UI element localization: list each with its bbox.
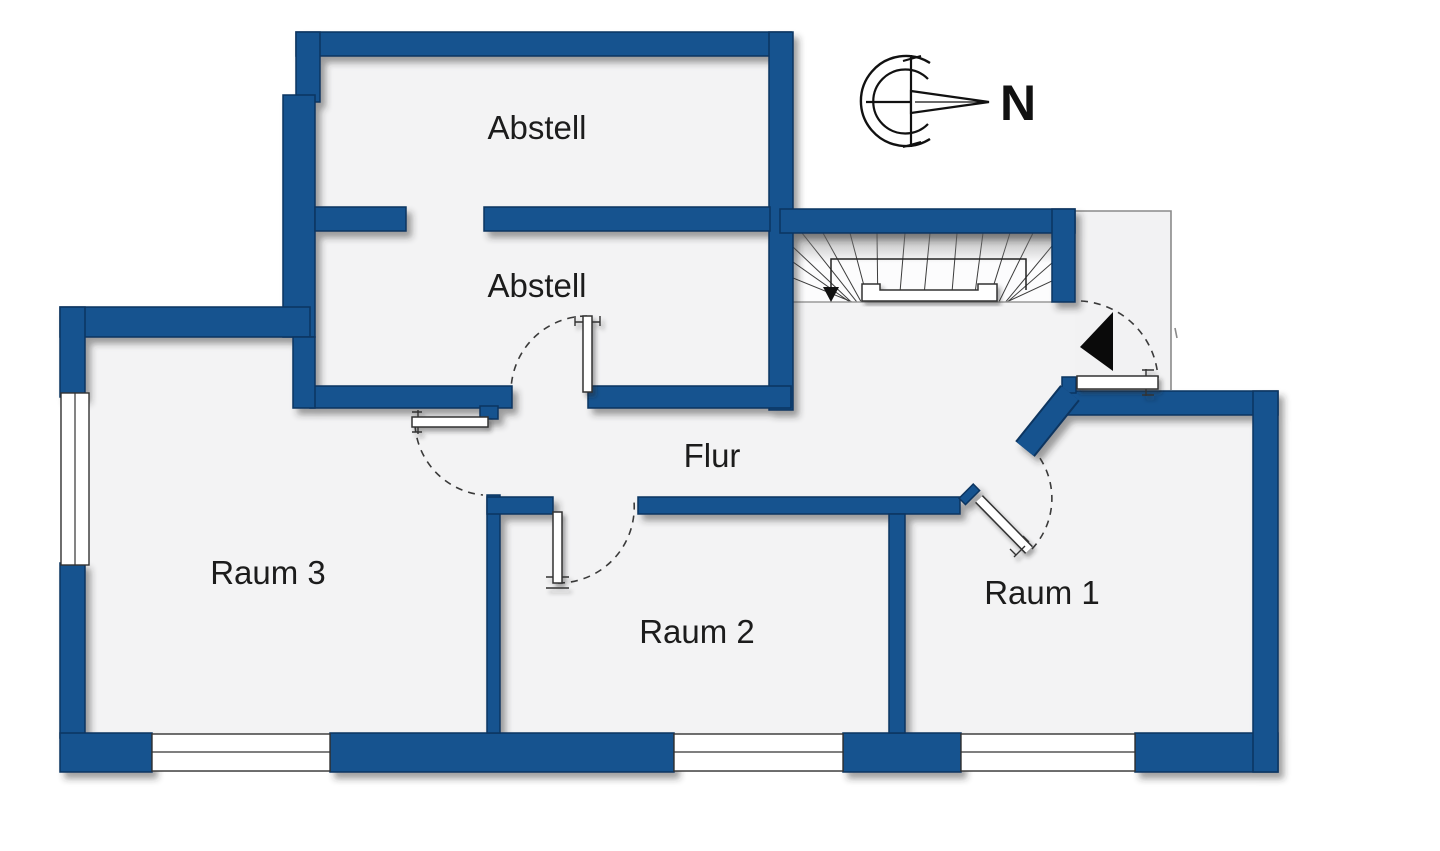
door-leaf-raum3	[411, 410, 489, 434]
stairs	[793, 233, 1052, 303]
door-leaf-raum1	[975, 495, 1033, 558]
window-bottom-raum3	[151, 733, 331, 772]
wall-raum2-top	[637, 496, 961, 515]
wall-divider-raum2-raum1	[888, 513, 906, 734]
wall-left-lower	[59, 562, 86, 739]
wall-right	[1252, 390, 1279, 773]
stairs-down-arrow-icon	[823, 287, 839, 302]
wall-raum1-top	[1061, 390, 1279, 416]
wall-door-jamb-raum3	[479, 405, 499, 420]
room-label-raum-3: Raum 3	[210, 554, 326, 591]
wall-door-jamb-raum1	[958, 483, 981, 506]
window-left	[60, 392, 90, 566]
window-bottom-raum1	[960, 733, 1136, 772]
wall-stair-top	[779, 208, 1076, 234]
wall-raum2-top-stub	[486, 496, 554, 515]
entry-direction-icon	[1080, 312, 1113, 371]
door-arc-abstell	[510, 315, 588, 393]
wall-diagonal	[1016, 386, 1079, 456]
wall-raum3-top	[59, 306, 311, 338]
wall-abstell-top	[295, 31, 792, 57]
compass-north-icon	[859, 54, 990, 148]
wall-abstell-divider-right	[483, 206, 771, 232]
wall-abstell-left-lower	[282, 94, 316, 338]
walls	[59, 31, 1279, 773]
wall-abstell2-bottom-left	[309, 385, 513, 409]
stair-walk-line	[830, 258, 1027, 291]
door-arc-entry	[1080, 300, 1159, 379]
wall-left-upper	[59, 306, 86, 398]
door-arc-raum2	[557, 500, 636, 584]
wall-bottom-middle	[842, 732, 962, 773]
wall-abstell2-bottom-right	[587, 385, 792, 409]
wall-abstell-left-upper	[295, 31, 321, 103]
wall-bottom-left-corner	[59, 732, 153, 773]
stair-treads	[793, 233, 1052, 302]
stair-landing	[1075, 210, 1178, 391]
windows	[60, 392, 1136, 772]
wall-bottom-raum3	[329, 732, 675, 773]
wall-abstell-divider-left	[314, 206, 407, 232]
door-leaf-entry	[1076, 369, 1159, 396]
door-leaf-raum2	[546, 511, 569, 589]
stair-platform	[861, 283, 998, 302]
room-label-flur: Flur	[684, 437, 741, 474]
room-label-raum-1: Raum 1	[984, 574, 1100, 611]
window-bottom-raum2	[673, 733, 844, 772]
room-label-abstell-2: Abstell	[487, 267, 586, 304]
door-leaf-abstell	[574, 315, 601, 393]
wall-stair-right	[1051, 208, 1076, 303]
wall-divider-raum3-raum2	[486, 494, 501, 734]
north-label: N	[1000, 75, 1036, 131]
door-arc-raum1	[1029, 447, 1053, 552]
wall-step-connector	[292, 336, 316, 409]
room-label-raum-2: Raum 2	[639, 613, 755, 650]
door-arc-raum3	[414, 424, 484, 496]
door-swing-arcs	[414, 300, 1159, 584]
room-label-abstell-1: Abstell	[487, 109, 586, 146]
doors	[411, 315, 1159, 589]
